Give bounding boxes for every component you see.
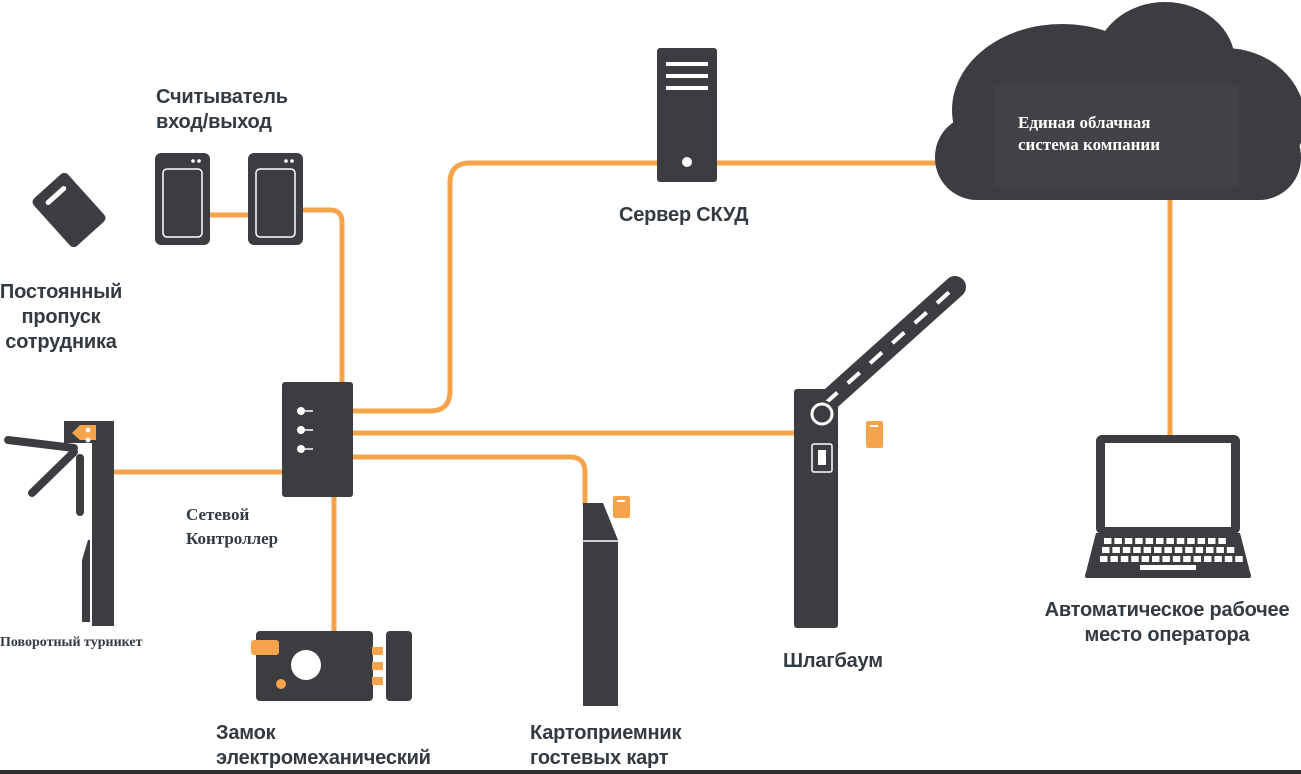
laptop-key (1166, 538, 1174, 544)
laptop-key (1216, 547, 1224, 553)
barrier-gate-icon (794, 276, 966, 628)
server-icon (657, 48, 717, 182)
laptop-key (1145, 538, 1154, 544)
cloud-label-line-1: Единая облачная (1018, 113, 1151, 132)
laptop-key (1120, 556, 1129, 562)
cable-controller-to-server (349, 160, 663, 414)
guest-card-acceptor-icon (583, 496, 630, 706)
turnstile-label: Поворотный турникет (0, 635, 143, 650)
laptop-key (1122, 547, 1131, 553)
workstation-label-line-2: место оператора (1084, 624, 1250, 646)
workstation-label-line-1: Автоматическое рабочее (1044, 599, 1290, 621)
barrier-label: Шлагбаум (783, 650, 883, 672)
workstation-label: Автоматическое рабочее место оператора (1028, 598, 1301, 648)
reader-label: Считыватель вход/выход (156, 85, 288, 135)
bottom-border (0, 770, 1301, 774)
laptop-key (1195, 547, 1204, 553)
laptop-key (1100, 556, 1108, 562)
reader-entry-icon (155, 153, 210, 245)
electromechanical-lock-icon (251, 631, 412, 701)
laptop-key (1102, 547, 1110, 553)
laptop-key (1224, 556, 1233, 562)
laptop-keyboard (1100, 538, 1243, 570)
lock-label-line-2: электромеханический (216, 747, 431, 769)
reader-label-line-1: Считыватель (156, 86, 288, 108)
laptop-key (1135, 538, 1143, 544)
laptop-icon (1085, 435, 1251, 578)
employee-pass-card-icon (32, 172, 106, 248)
laptop-key (1204, 556, 1212, 562)
laptop-key (1187, 538, 1195, 544)
laptop-key (1143, 547, 1152, 553)
laptop-key (1208, 538, 1216, 544)
reader-exit-icon (248, 153, 303, 245)
laptop-key (1218, 538, 1226, 544)
laptop-key (1110, 556, 1118, 562)
employee-pass-label-line-3: сотрудника (5, 331, 117, 353)
cables (112, 160, 1173, 635)
cable-controller-to-card-acceptor (349, 454, 588, 508)
laptop-key (1164, 547, 1172, 553)
cloud-label-line-2: система компании (1018, 135, 1161, 154)
controller-label-line-2: Контроллер (186, 529, 279, 548)
laptop-key (1206, 547, 1214, 553)
cable-reader-to-controller (300, 207, 345, 387)
laptop-spacebar (1140, 565, 1196, 570)
laptop-key (1133, 547, 1141, 553)
laptop-key (1114, 538, 1122, 544)
laptop-key (1174, 547, 1183, 553)
lock-label: Замок электромеханический (216, 721, 431, 771)
laptop-key (1197, 538, 1206, 544)
laptop-key (1214, 556, 1222, 562)
laptop-key (1141, 556, 1150, 562)
laptop-key (1172, 556, 1181, 562)
laptop-key (1162, 556, 1170, 562)
network-controller-icon (282, 382, 353, 497)
laptop-key (1152, 556, 1160, 562)
controller-label: Сетевой Контроллер (186, 503, 278, 551)
controller-label-line-1: Сетевой (186, 505, 250, 524)
laptop-key (1185, 547, 1193, 553)
card-acceptor-label: Картоприемник гостевых карт (530, 721, 682, 771)
employee-pass-label-line-2: пропуск (21, 306, 101, 328)
cloud-icon (935, 2, 1301, 200)
turnstile-icon (4, 421, 114, 626)
laptop-key (1156, 538, 1164, 544)
employee-pass-label-line-1: Постоянный (0, 281, 123, 303)
card-acceptor-label-line-1: Картоприемник (530, 722, 682, 744)
employee-pass-label: Постоянный пропуск сотрудника (0, 280, 126, 355)
laptop-key (1154, 547, 1162, 553)
laptop-key (1226, 547, 1235, 553)
lock-label-line-1: Замок (216, 722, 276, 744)
laptop-key (1235, 556, 1243, 562)
laptop-key (1112, 547, 1120, 553)
laptop-key (1124, 538, 1133, 544)
server-label: Сервер СКУД (619, 204, 749, 226)
laptop-key (1176, 538, 1185, 544)
reader-label-line-2: вход/выход (156, 111, 272, 133)
cloud-label: Единая облачная система компании (1018, 112, 1160, 156)
laptop-key (1104, 538, 1112, 544)
laptop-key (1183, 556, 1191, 562)
card-acceptor-label-line-2: гостевых карт (530, 747, 669, 769)
laptop-key (1193, 556, 1202, 562)
laptop-key (1131, 556, 1139, 562)
